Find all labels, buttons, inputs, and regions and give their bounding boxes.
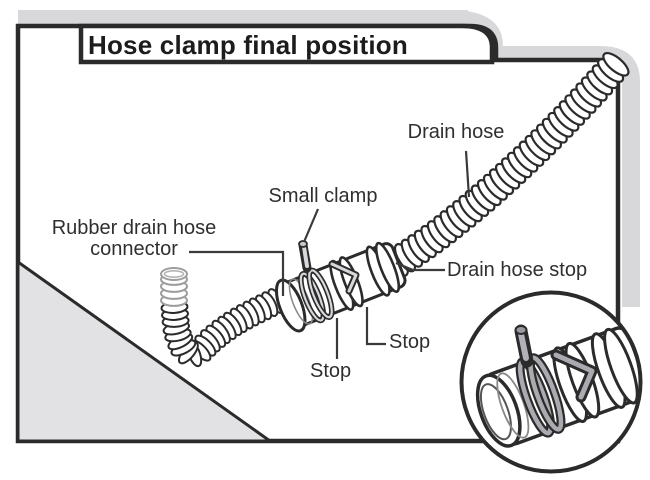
label-small-clamp: Small clamp [268,185,378,207]
shadow-band [18,10,640,307]
label-rubber-connector: Rubber drain hose connector [34,218,234,260]
leader-drain-hose [464,150,471,198]
label-drain-hose: Drain hose [407,121,505,143]
label-stop-lower: Stop [310,360,352,382]
title-tab-shape [78,23,495,65]
drain-hose-illustration [387,52,630,277]
leader-small-clamp [302,208,320,243]
label-rubber-connector-line2: connector [90,238,178,260]
label-rubber-connector-line1: Rubber drain hose [51,217,217,239]
machine-panel-triangle [16,259,275,443]
label-stop-upper: Stop [389,331,431,353]
leader-lines [189,150,471,359]
page-title: Hose clamp final position [88,29,408,60]
small-clamp-illustration [298,240,360,295]
leader-connector [189,250,285,296]
detail-inset-circle [459,290,643,474]
label-drain-hose-stop: Drain hose stop [447,259,588,281]
leader-drain-hose-stop [395,261,445,272]
leader-stop-upper [365,307,386,346]
connector-hose-illustration [160,267,285,368]
